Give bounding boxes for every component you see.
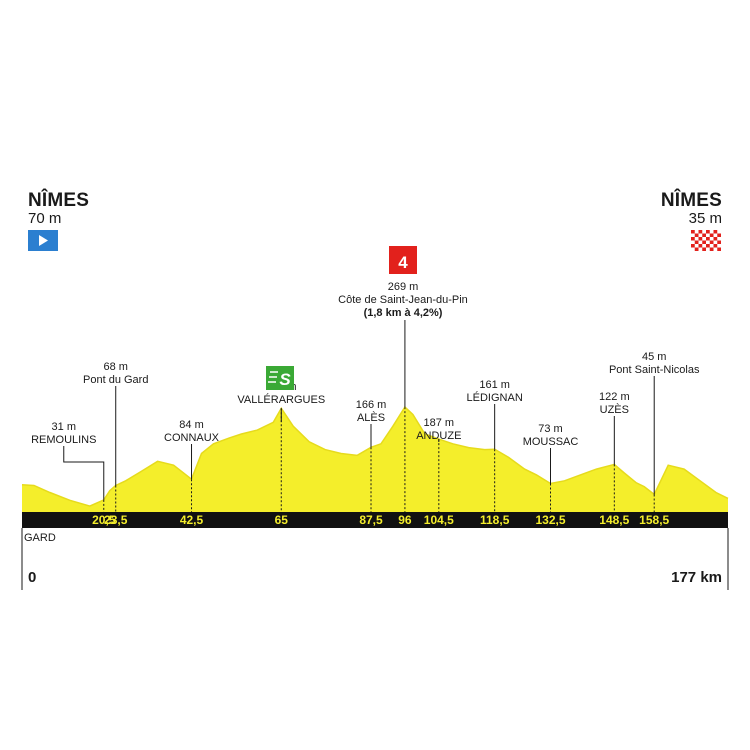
checker-cell	[713, 244, 718, 248]
checker-cell	[717, 247, 721, 251]
point-name: Pont Saint-Nicolas	[609, 364, 700, 376]
checker-cell	[709, 247, 714, 251]
finish-city: NÎMES	[660, 190, 722, 211]
climb-altitude: 269 m	[388, 281, 419, 293]
climb-category-badge	[389, 246, 417, 274]
point-name: REMOULINS	[31, 434, 96, 446]
km-label: 20,5	[92, 513, 116, 527]
sprint-letter: S	[279, 370, 291, 389]
point-name: CONNAUX	[164, 432, 220, 444]
point-name: VALLÉRARGUES	[237, 393, 325, 406]
start-flag-icon	[28, 230, 58, 251]
point-guide-line	[63, 446, 105, 500]
start-altitude: 70 m	[28, 210, 62, 227]
play-triangle-icon	[39, 235, 48, 246]
checker-cell	[713, 230, 718, 234]
checker-cell	[698, 244, 703, 248]
sprint-marker: S	[266, 366, 294, 390]
km-label: 87,5	[359, 513, 383, 527]
axis-end-label: 177 km	[671, 569, 722, 586]
checkered-flag-icon	[691, 230, 721, 251]
checker-cell	[706, 230, 710, 234]
km-bar	[22, 512, 728, 528]
checker-cell	[694, 247, 699, 251]
km-label: 65	[275, 513, 289, 527]
checker-cell	[691, 237, 695, 241]
km-label: 104,5	[424, 513, 454, 527]
point-altitude: 166 m	[356, 399, 387, 411]
checker-cell	[698, 237, 703, 241]
sprint-lines-icon	[268, 371, 278, 383]
sprint-badge	[266, 366, 294, 390]
climb-name: Côte de Saint-Jean-du-Pin	[338, 294, 468, 306]
axis-start-label: 0	[28, 569, 36, 586]
finish-altitude: 35 m	[688, 210, 722, 227]
checker-cell	[717, 240, 721, 244]
finish-flag-icon	[691, 230, 721, 251]
point-name: Pont du Gard	[83, 374, 148, 386]
point-name: UZÈS	[600, 403, 629, 416]
climb-category: 4	[398, 253, 408, 272]
km-label: 42,5	[180, 513, 204, 527]
checker-cell	[713, 237, 718, 241]
point-altitude: 84 m	[179, 419, 203, 431]
checker-cell	[709, 233, 714, 237]
point-altitude: 161 m	[479, 379, 510, 391]
km-label: 148,5	[599, 513, 629, 527]
checker-cell	[702, 247, 706, 251]
checker-cell	[691, 244, 695, 248]
checker-cell	[702, 240, 706, 244]
point-altitude: 45 m	[642, 351, 666, 363]
elevation-outline	[21, 405, 729, 507]
point-name: MOUSSAC	[523, 436, 579, 448]
department-label: GARD	[24, 532, 56, 544]
checker-cell	[694, 240, 699, 244]
elevation-area	[22, 407, 728, 512]
checker-cell	[717, 233, 721, 237]
km-label: 132,5	[535, 513, 565, 527]
point-altitude: 68 m	[104, 361, 128, 373]
km-label: 96	[398, 513, 412, 527]
checker-cell	[691, 230, 695, 234]
point-name: ANDUZE	[416, 430, 461, 442]
climb-marker: 4 269 m Côte de Saint-Jean-du-Pin (1,8 k…	[338, 246, 468, 319]
point-name: ALÈS	[357, 411, 385, 424]
km-label: 118,5	[480, 513, 510, 527]
checker-cell	[709, 240, 714, 244]
checker-cell	[694, 233, 699, 237]
point-altitude: 73 m	[538, 423, 562, 435]
point-altitude: 122 m	[599, 391, 630, 403]
km-label: 158,5	[639, 513, 669, 527]
checker-cell	[702, 233, 706, 237]
start-city: NÎMES	[28, 190, 90, 211]
km-label: 23,5	[104, 513, 128, 527]
point-altitude: 31 m	[52, 421, 76, 433]
point-altitude: 187 m	[424, 417, 455, 429]
point-name: LÉDIGNAN	[467, 391, 523, 404]
checker-cell	[706, 244, 710, 248]
climb-detail: (1,8 km à 4,2%)	[364, 307, 443, 319]
checker-cell	[698, 230, 703, 234]
checker-cell	[706, 237, 710, 241]
